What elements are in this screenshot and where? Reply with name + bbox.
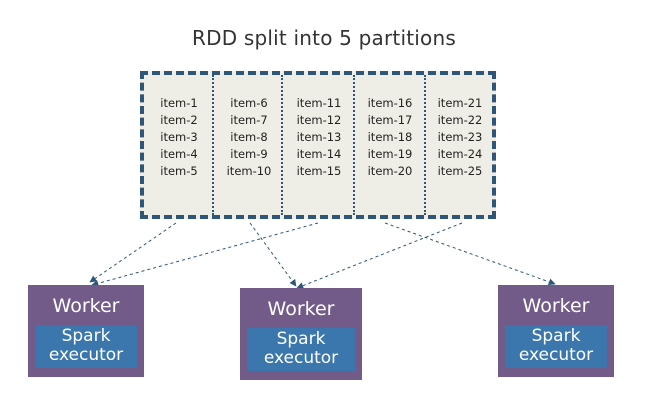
partition-item: item-16	[367, 96, 413, 110]
partition-item: item-21	[437, 96, 483, 110]
arrow-partition-2-to-worker-2	[249, 222, 297, 287]
partition-item: item-7	[230, 113, 268, 127]
partition-item: item-10	[226, 164, 272, 178]
partition-item: item-15	[296, 164, 342, 178]
executor-label-line1: Spark	[61, 326, 111, 346]
partition-item: item-9	[230, 147, 268, 161]
partition-item: item-5	[160, 164, 198, 178]
executor-label-line2: executor	[48, 345, 124, 365]
spark-executor: Spark executor	[505, 325, 607, 368]
arrow-partition-5-to-worker-2	[296, 222, 463, 289]
partition-item: item-20	[367, 164, 413, 178]
rdd-box: item-1 item-2 item-3 item-4 item-5 item-…	[140, 71, 496, 219]
spark-executor: Spark executor	[35, 325, 137, 368]
partition-item: item-2	[160, 113, 198, 127]
executor-label-line1: Spark	[276, 329, 326, 349]
arrow-partition-3-to-worker-1	[91, 222, 319, 287]
partition-item: item-23	[437, 130, 483, 144]
partition-separator	[353, 75, 355, 215]
partition-item: item-17	[367, 113, 413, 127]
partition-item: item-12	[296, 113, 342, 127]
partition-item: item-25	[437, 164, 483, 178]
partition-1: item-1 item-2 item-3 item-4 item-5	[144, 95, 214, 180]
partition-5: item-21 item-22 item-23 item-24 item-25	[425, 95, 495, 180]
worker-label: Worker	[52, 295, 120, 317]
partition-separator	[424, 75, 426, 215]
partition-item: item-14	[296, 147, 342, 161]
worker-label: Worker	[522, 295, 590, 317]
partition-item: item-11	[296, 96, 342, 110]
partition-item: item-3	[160, 130, 198, 144]
diagram-title: RDD split into 5 partitions	[192, 26, 456, 50]
partition-item: item-6	[230, 96, 268, 110]
partition-2: item-6 item-7 item-8 item-9 item-10	[214, 95, 284, 180]
partition-item: item-22	[437, 113, 483, 127]
partition-item: item-1	[160, 96, 198, 110]
worker-label: Worker	[267, 298, 335, 320]
executor-label-line1: Spark	[531, 326, 581, 346]
partition-item: item-4	[160, 147, 198, 161]
partition-separator	[212, 75, 214, 215]
arrow-partition-4-to-worker-3	[384, 222, 556, 286]
partition-separator	[281, 75, 283, 215]
arrow-partition-1-to-worker-1	[89, 222, 177, 283]
worker-node-1: Worker Spark executor	[28, 285, 144, 377]
executor-label-line2: executor	[518, 345, 594, 365]
partition-item: item-8	[230, 130, 268, 144]
worker-node-3: Worker Spark executor	[498, 285, 614, 377]
spark-executor: Spark executor	[247, 328, 355, 371]
partition-4: item-16 item-17 item-18 item-19 item-20	[355, 95, 425, 180]
worker-node-2: Worker Spark executor	[240, 288, 362, 380]
partition-3: item-11 item-12 item-13 item-14 item-15	[284, 95, 354, 180]
partition-item: item-19	[367, 147, 413, 161]
partition-item: item-24	[437, 147, 483, 161]
partition-item: item-13	[296, 130, 342, 144]
executor-label-line2: executor	[263, 348, 339, 368]
partition-item: item-18	[367, 130, 413, 144]
